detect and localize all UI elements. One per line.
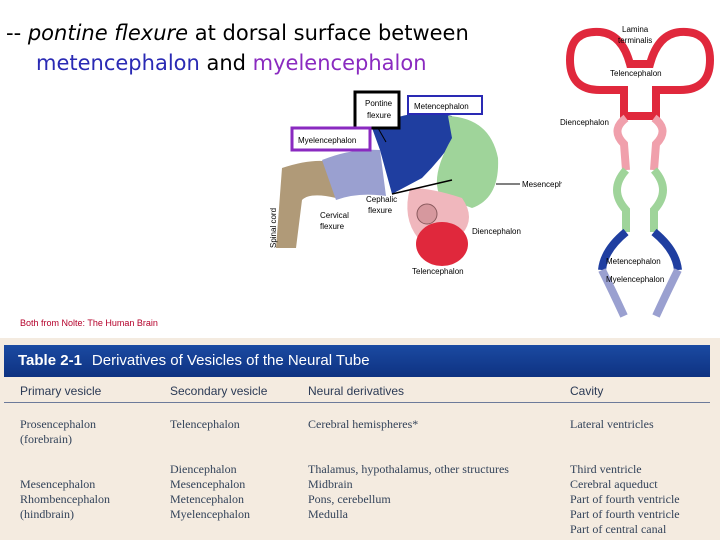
metencephalon-shape: [372, 112, 458, 194]
table-row: Diencephalon Thalamus, hypothalamus, othe…: [4, 462, 710, 477]
cell: Part of fourth ventricle: [570, 507, 680, 521]
cell: Thalamus, hypothalamus, other structures: [308, 462, 509, 476]
heading-prefix: --: [6, 21, 28, 45]
slide-heading: -- pontine flexure at dorsal surface bet…: [6, 18, 566, 78]
header-cavity: Cavity: [570, 384, 604, 398]
telencephalon-label: Telencephalon: [412, 267, 464, 276]
optic-cup: [416, 203, 438, 225]
cervical-label-1: Cervical: [320, 211, 349, 220]
tube-myelencephalon-label: Myelencephalon: [606, 275, 664, 284]
embryo-brain-figure: Pontine flexure Metencephalon Myelenceph…: [269, 90, 562, 276]
pontine-label-2: flexure: [367, 111, 392, 120]
table-row: Part of central canal: [4, 522, 710, 537]
pontine-pointer: [377, 127, 387, 143]
cell: Myelencephalon: [170, 507, 250, 521]
table-row: Mesencephalon Mesencephalon Midbrain Cerebr…: [4, 477, 710, 492]
pontine-label-1: Pontine: [365, 99, 393, 108]
cervical-label-2: flexure: [320, 222, 345, 231]
header-derivatives: Neural derivatives: [308, 384, 405, 398]
heading-myelencephalon: myelencephalon: [252, 51, 427, 75]
tube-diencephalon-label: Diencephalon: [560, 118, 609, 127]
spinal-cord-label: Spinal cord: [269, 208, 278, 248]
cell: Pons, cerebellum: [308, 492, 391, 506]
cephalic-pointer: [391, 179, 453, 195]
cell: Part of fourth ventricle: [570, 492, 680, 506]
table-row: [4, 447, 710, 462]
lamina-label-1: Lamina: [622, 25, 649, 34]
table-body: Primary vesicle Secondary vesicle Neural…: [4, 380, 710, 537]
diencephalon-label: Diencephalon: [472, 227, 521, 236]
cell: Part of central canal: [570, 522, 667, 536]
cell: Rhombencephalon: [20, 492, 110, 506]
cell: Cerebral aqueduct: [570, 477, 658, 491]
tube-metencephalon-label: Metencephalon: [606, 257, 661, 266]
tube-myelencephalon: [598, 268, 682, 318]
cell: Cerebral hemispheres*: [308, 417, 419, 431]
cephalic-label-2: flexure: [368, 206, 393, 215]
header-secondary: Secondary vesicle: [170, 384, 268, 398]
myelencephalon-shape: [322, 149, 386, 200]
tube-telencephalon: [565, 27, 715, 120]
tube-diencephalon: [613, 114, 667, 171]
heading-middle: at dorsal surface between: [188, 21, 469, 45]
heading-metencephalon: metencephalon: [36, 51, 200, 75]
derivatives-table: Table 2-1 Derivatives of Vesicles of the …: [0, 338, 720, 540]
telencephalon-shape: [416, 222, 468, 266]
cell: Prosencephalon: [20, 417, 96, 431]
tube-metencephalon: [598, 228, 682, 271]
table-title: Derivatives of Vesicles of the Neural Tu…: [91, 352, 370, 369]
cell: Metencephalon: [170, 492, 244, 506]
pontine-box: [353, 90, 401, 130]
table-header-row: Primary vesicle Secondary vesicle Neural…: [4, 380, 710, 403]
heading-and: and: [199, 51, 253, 75]
tube-mesencephalon: [613, 167, 667, 232]
myelencephalon-label: Myelencephalon: [298, 136, 356, 145]
heading-term: pontine flexure: [27, 21, 189, 45]
metencephalon-label: Metencephalon: [414, 102, 469, 111]
lamina-label-2: terminalis: [618, 36, 652, 45]
cell: Diencephalon: [170, 462, 237, 476]
cell: Mesencephalon: [170, 477, 246, 491]
header-primary: Primary vesicle: [20, 384, 102, 398]
cell: (hindbrain): [20, 507, 74, 521]
mesencephalon-shape: [436, 116, 499, 208]
figure-credit: Both from Nolte: The Human Brain: [20, 318, 158, 328]
tube-telencephalon-label: Telencephalon: [610, 69, 662, 78]
cephalic-label-1: Cephalic: [366, 195, 397, 204]
cell: Mesencephalon: [20, 477, 96, 491]
mesencephalon-label: Mesencephalon: [522, 180, 562, 189]
spinal-cord-shape: [276, 160, 336, 248]
table-row: Rhombencephalon Metencephalon Pons, cerebe…: [4, 492, 710, 507]
cell: Lateral ventricles: [570, 417, 654, 431]
table-row: Prosencephalon Telencephalon Cerebral hemi…: [4, 417, 710, 432]
cell: Telencephalon: [170, 417, 240, 431]
cell: Medulla: [308, 507, 348, 521]
neural-tube-figure: Lamina terminalis Telencephalon Dienceph…: [560, 25, 715, 318]
table-title-bar: Table 2-1 Derivatives of Vesicles of the …: [4, 345, 710, 377]
cell: Third ventricle: [570, 462, 642, 476]
cell: (forebrain): [20, 432, 72, 446]
heading-line-2: metencephalon and myelencephalon: [6, 48, 566, 78]
table-number: Table 2-1: [18, 352, 82, 369]
myelencephalon-box: [290, 126, 372, 152]
cell: Midbrain: [308, 477, 353, 491]
metencephalon-box: [407, 95, 483, 115]
table-row: (forebrain): [4, 432, 710, 447]
table-row: (hindbrain) Myelencephalon Medulla Part of …: [4, 507, 710, 522]
